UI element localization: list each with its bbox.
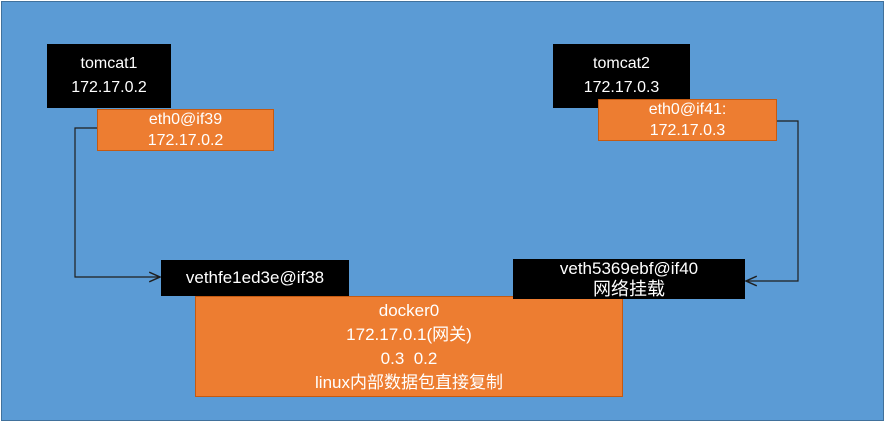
tomcat2-label: tomcat2 172.17.0.3 (553, 44, 690, 108)
veth-if38-name: vethfe1ed3e@if38 (185, 268, 325, 287)
tomcat1-ip: 172.17.0.2 (71, 79, 147, 96)
docker0-bridge: docker0 172.17.0.1(网关) 0.3 0.2 linux内部数据… (195, 296, 623, 397)
bridge-gateway: 172.17.0.1(网关) (346, 324, 472, 344)
tomcat1-eth0-interface: eth0@if39 172.17.0.2 (97, 109, 274, 151)
veth-if40-name: veth5369ebf@if40 (559, 259, 699, 278)
tomcat1-eth0-ip: 172.17.0.2 (147, 132, 224, 149)
veth-if40-note: 网络挂载 (593, 279, 665, 299)
tomcat2-eth0-ip: 172.17.0.3 (649, 122, 726, 139)
bridge-name: docker0 (378, 300, 440, 320)
veth-if38-label: vethfe1ed3e@if38 (161, 260, 349, 296)
bridge-note: linux内部数据包直接复制 (315, 372, 503, 392)
tomcat2-eth0-name: eth0@if41: (648, 101, 727, 118)
link-tomcat1-to-veth38 (74, 127, 160, 277)
tomcat2-eth0-interface: eth0@if41: 172.17.0.3 (598, 99, 777, 141)
tomcat2-ip: 172.17.0.3 (583, 79, 660, 96)
link-tomcat2-to-veth40 (746, 120, 799, 281)
tomcat1-name: tomcat1 (80, 55, 138, 72)
tomcat1-label: tomcat1 172.17.0.2 (47, 44, 171, 108)
veth-if40-label: veth5369ebf@if40 网络挂载 (513, 259, 745, 299)
tomcat2-name: tomcat2 (593, 55, 650, 72)
tomcat1-eth0-name: eth0@if39 (148, 111, 223, 128)
bridge-peers: 0.3 0.2 (380, 348, 438, 368)
